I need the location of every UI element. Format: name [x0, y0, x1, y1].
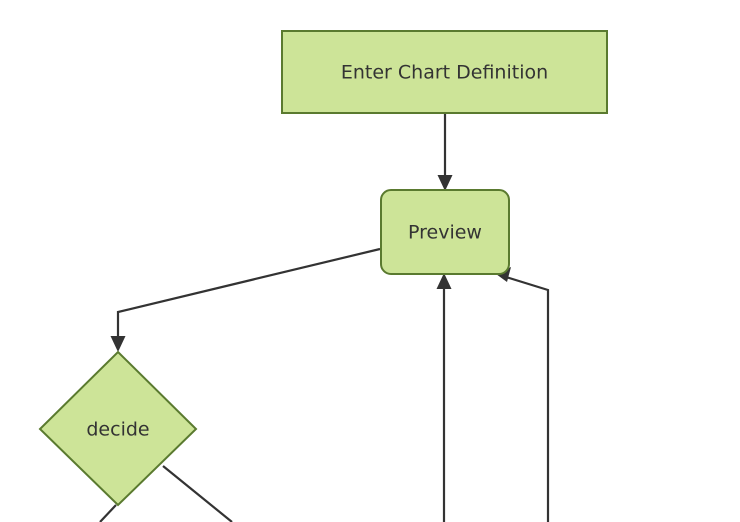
node-layer: Enter Chart Definition Preview decide: [38, 30, 608, 507]
node-preview-shape: [380, 189, 510, 275]
node-decide[interactable]: decide: [38, 350, 198, 507]
edge-bottom-right-preview[interactable]: [496, 267, 550, 522]
node-decide-shape: [38, 350, 198, 507]
edge-decide-bottom-line: [99, 504, 117, 522]
edge-bottom-center-preview[interactable]: [436, 273, 452, 522]
edge-preview-decide-line: [116, 247, 381, 343]
edge-enter-preview-arrowhead: [437, 175, 453, 191]
node-preview[interactable]: Preview: [380, 189, 510, 275]
edge-decide-right-line: [162, 465, 233, 522]
edge-preview-decide[interactable]: [110, 247, 381, 352]
edge-enter-preview[interactable]: [437, 113, 453, 191]
edge-preview-decide-arrowhead: [110, 336, 126, 352]
edge-decide-right[interactable]: [162, 465, 233, 522]
node-enter-chart-definition-shape: [281, 30, 608, 114]
edge-bottom-right-preview-line: [505, 275, 550, 522]
edge-layer: [99, 113, 550, 522]
edge-decide-bottom[interactable]: [99, 504, 117, 522]
node-enter-chart-definition[interactable]: Enter Chart Definition: [281, 30, 608, 114]
edge-bottom-center-preview-arrowhead: [436, 273, 452, 289]
